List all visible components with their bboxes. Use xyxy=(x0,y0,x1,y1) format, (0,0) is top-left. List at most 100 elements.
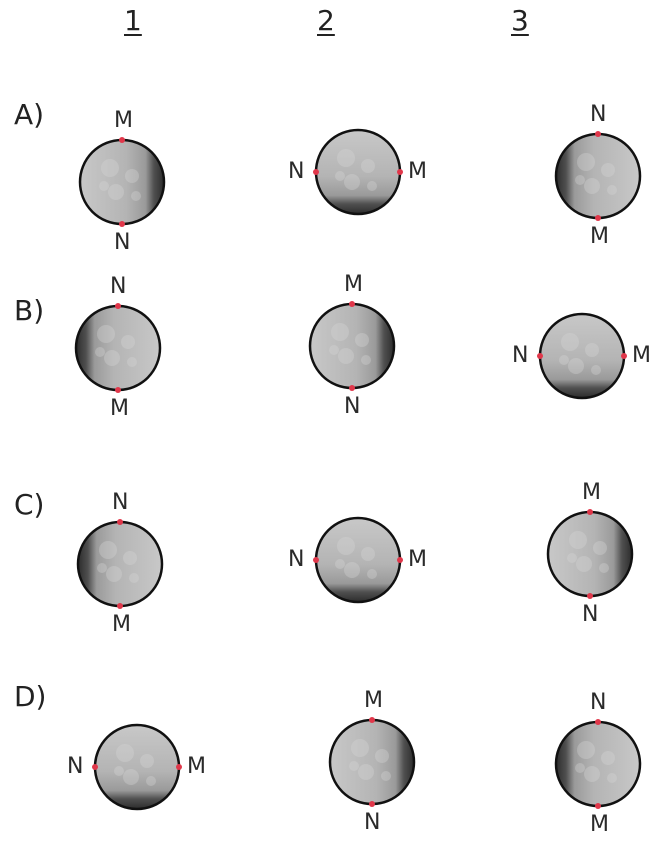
pole-marker xyxy=(369,801,375,807)
moon-crater xyxy=(116,744,134,762)
moon-crater xyxy=(361,547,375,561)
moon-crater xyxy=(121,335,135,349)
pole-label-bottom: M xyxy=(112,612,131,637)
moon-d-2 xyxy=(328,717,416,807)
moon-crater xyxy=(331,323,349,341)
column-header-1: 1 xyxy=(124,4,142,37)
pole-label-top: N xyxy=(110,274,127,299)
pole-label-bottom: M xyxy=(590,224,609,249)
moon-disc xyxy=(328,718,416,806)
moon-a-1 xyxy=(78,137,166,227)
moon-crater xyxy=(577,741,595,759)
pole-marker xyxy=(397,557,403,563)
moon-crater xyxy=(101,159,119,177)
moon-crater xyxy=(607,773,617,783)
moon-crater xyxy=(559,355,569,365)
pole-label-right: M xyxy=(408,547,427,572)
moon-crater xyxy=(569,531,587,549)
pole-marker xyxy=(313,169,319,175)
moon-crater xyxy=(146,776,156,786)
pole-marker xyxy=(115,303,121,309)
moon-crater xyxy=(367,181,377,191)
moon-a-2 xyxy=(313,128,403,216)
pole-marker xyxy=(176,764,182,770)
moon-crater xyxy=(577,153,595,171)
pole-label-top: M xyxy=(344,272,363,297)
pole-label-top: M xyxy=(582,480,601,505)
pole-label-top: M xyxy=(364,688,383,713)
moon-disc xyxy=(76,520,164,608)
moon-crater xyxy=(599,563,609,573)
moon-crater xyxy=(338,348,354,364)
pole-label-top: M xyxy=(114,108,133,133)
pole-marker xyxy=(313,557,319,563)
moon-disc xyxy=(93,723,181,811)
moon-disc xyxy=(554,720,642,808)
moon-crater xyxy=(607,185,617,195)
moon-b-3 xyxy=(537,312,627,400)
moon-crater xyxy=(601,751,615,765)
moon-crater xyxy=(381,771,391,781)
moon-crater xyxy=(125,169,139,183)
moon-crater xyxy=(127,357,137,367)
moon-crater xyxy=(108,184,124,200)
pole-marker xyxy=(119,137,125,143)
moon-disc xyxy=(78,138,166,226)
moon-crater xyxy=(140,754,154,768)
moon-c-2 xyxy=(313,516,403,604)
moon-crater xyxy=(337,149,355,167)
pole-marker xyxy=(587,509,593,515)
pole-marker xyxy=(621,353,627,359)
moon-c-1 xyxy=(76,519,164,609)
moon-crater xyxy=(335,559,345,569)
column-header-3: 3 xyxy=(511,4,529,37)
moon-disc xyxy=(538,312,626,400)
pole-marker xyxy=(349,385,355,391)
pole-marker xyxy=(537,353,543,359)
moon-disc xyxy=(546,510,634,598)
moon-d-1 xyxy=(92,723,182,811)
pole-label-bottom: M xyxy=(110,396,129,421)
moon-crater xyxy=(123,551,137,565)
pole-label-bottom: N xyxy=(364,810,381,835)
pole-marker xyxy=(119,221,125,227)
pole-label-bottom: M xyxy=(590,812,609,837)
moon-crater xyxy=(335,171,345,181)
moon-crater xyxy=(344,562,360,578)
pole-marker xyxy=(595,215,601,221)
moon-crater xyxy=(349,761,359,771)
moon-crater xyxy=(601,163,615,177)
moon-crater xyxy=(568,358,584,374)
pole-label-bottom: N xyxy=(582,602,599,627)
moon-disc xyxy=(554,132,642,220)
row-label-a: A) xyxy=(14,98,45,131)
pole-marker xyxy=(595,131,601,137)
moon-disc xyxy=(314,516,402,604)
moon-crater xyxy=(567,553,577,563)
moon-crater xyxy=(129,573,139,583)
moon-crater xyxy=(104,350,120,366)
pole-label-left: N xyxy=(288,547,305,572)
moon-disc xyxy=(74,304,162,392)
moon-crater xyxy=(584,178,600,194)
moon-a-3 xyxy=(554,131,642,221)
moon-crater xyxy=(344,174,360,190)
moon-crater xyxy=(337,537,355,555)
pole-label-left: N xyxy=(288,159,305,184)
moon-c-3 xyxy=(546,509,634,599)
moon-crater xyxy=(97,563,107,573)
moon-disc xyxy=(308,302,396,390)
moon-crater xyxy=(351,739,369,757)
moon-b-1 xyxy=(74,303,162,393)
moon-crater xyxy=(367,569,377,579)
pole-marker xyxy=(595,719,601,725)
row-label-d: D) xyxy=(14,680,47,713)
moon-crater xyxy=(576,556,592,572)
moon-crater xyxy=(361,159,375,173)
moon-crater xyxy=(355,333,369,347)
moon-crater xyxy=(329,345,339,355)
moon-crater xyxy=(95,347,105,357)
pole-marker xyxy=(115,387,121,393)
pole-marker xyxy=(587,593,593,599)
pole-label-left: N xyxy=(67,754,84,779)
